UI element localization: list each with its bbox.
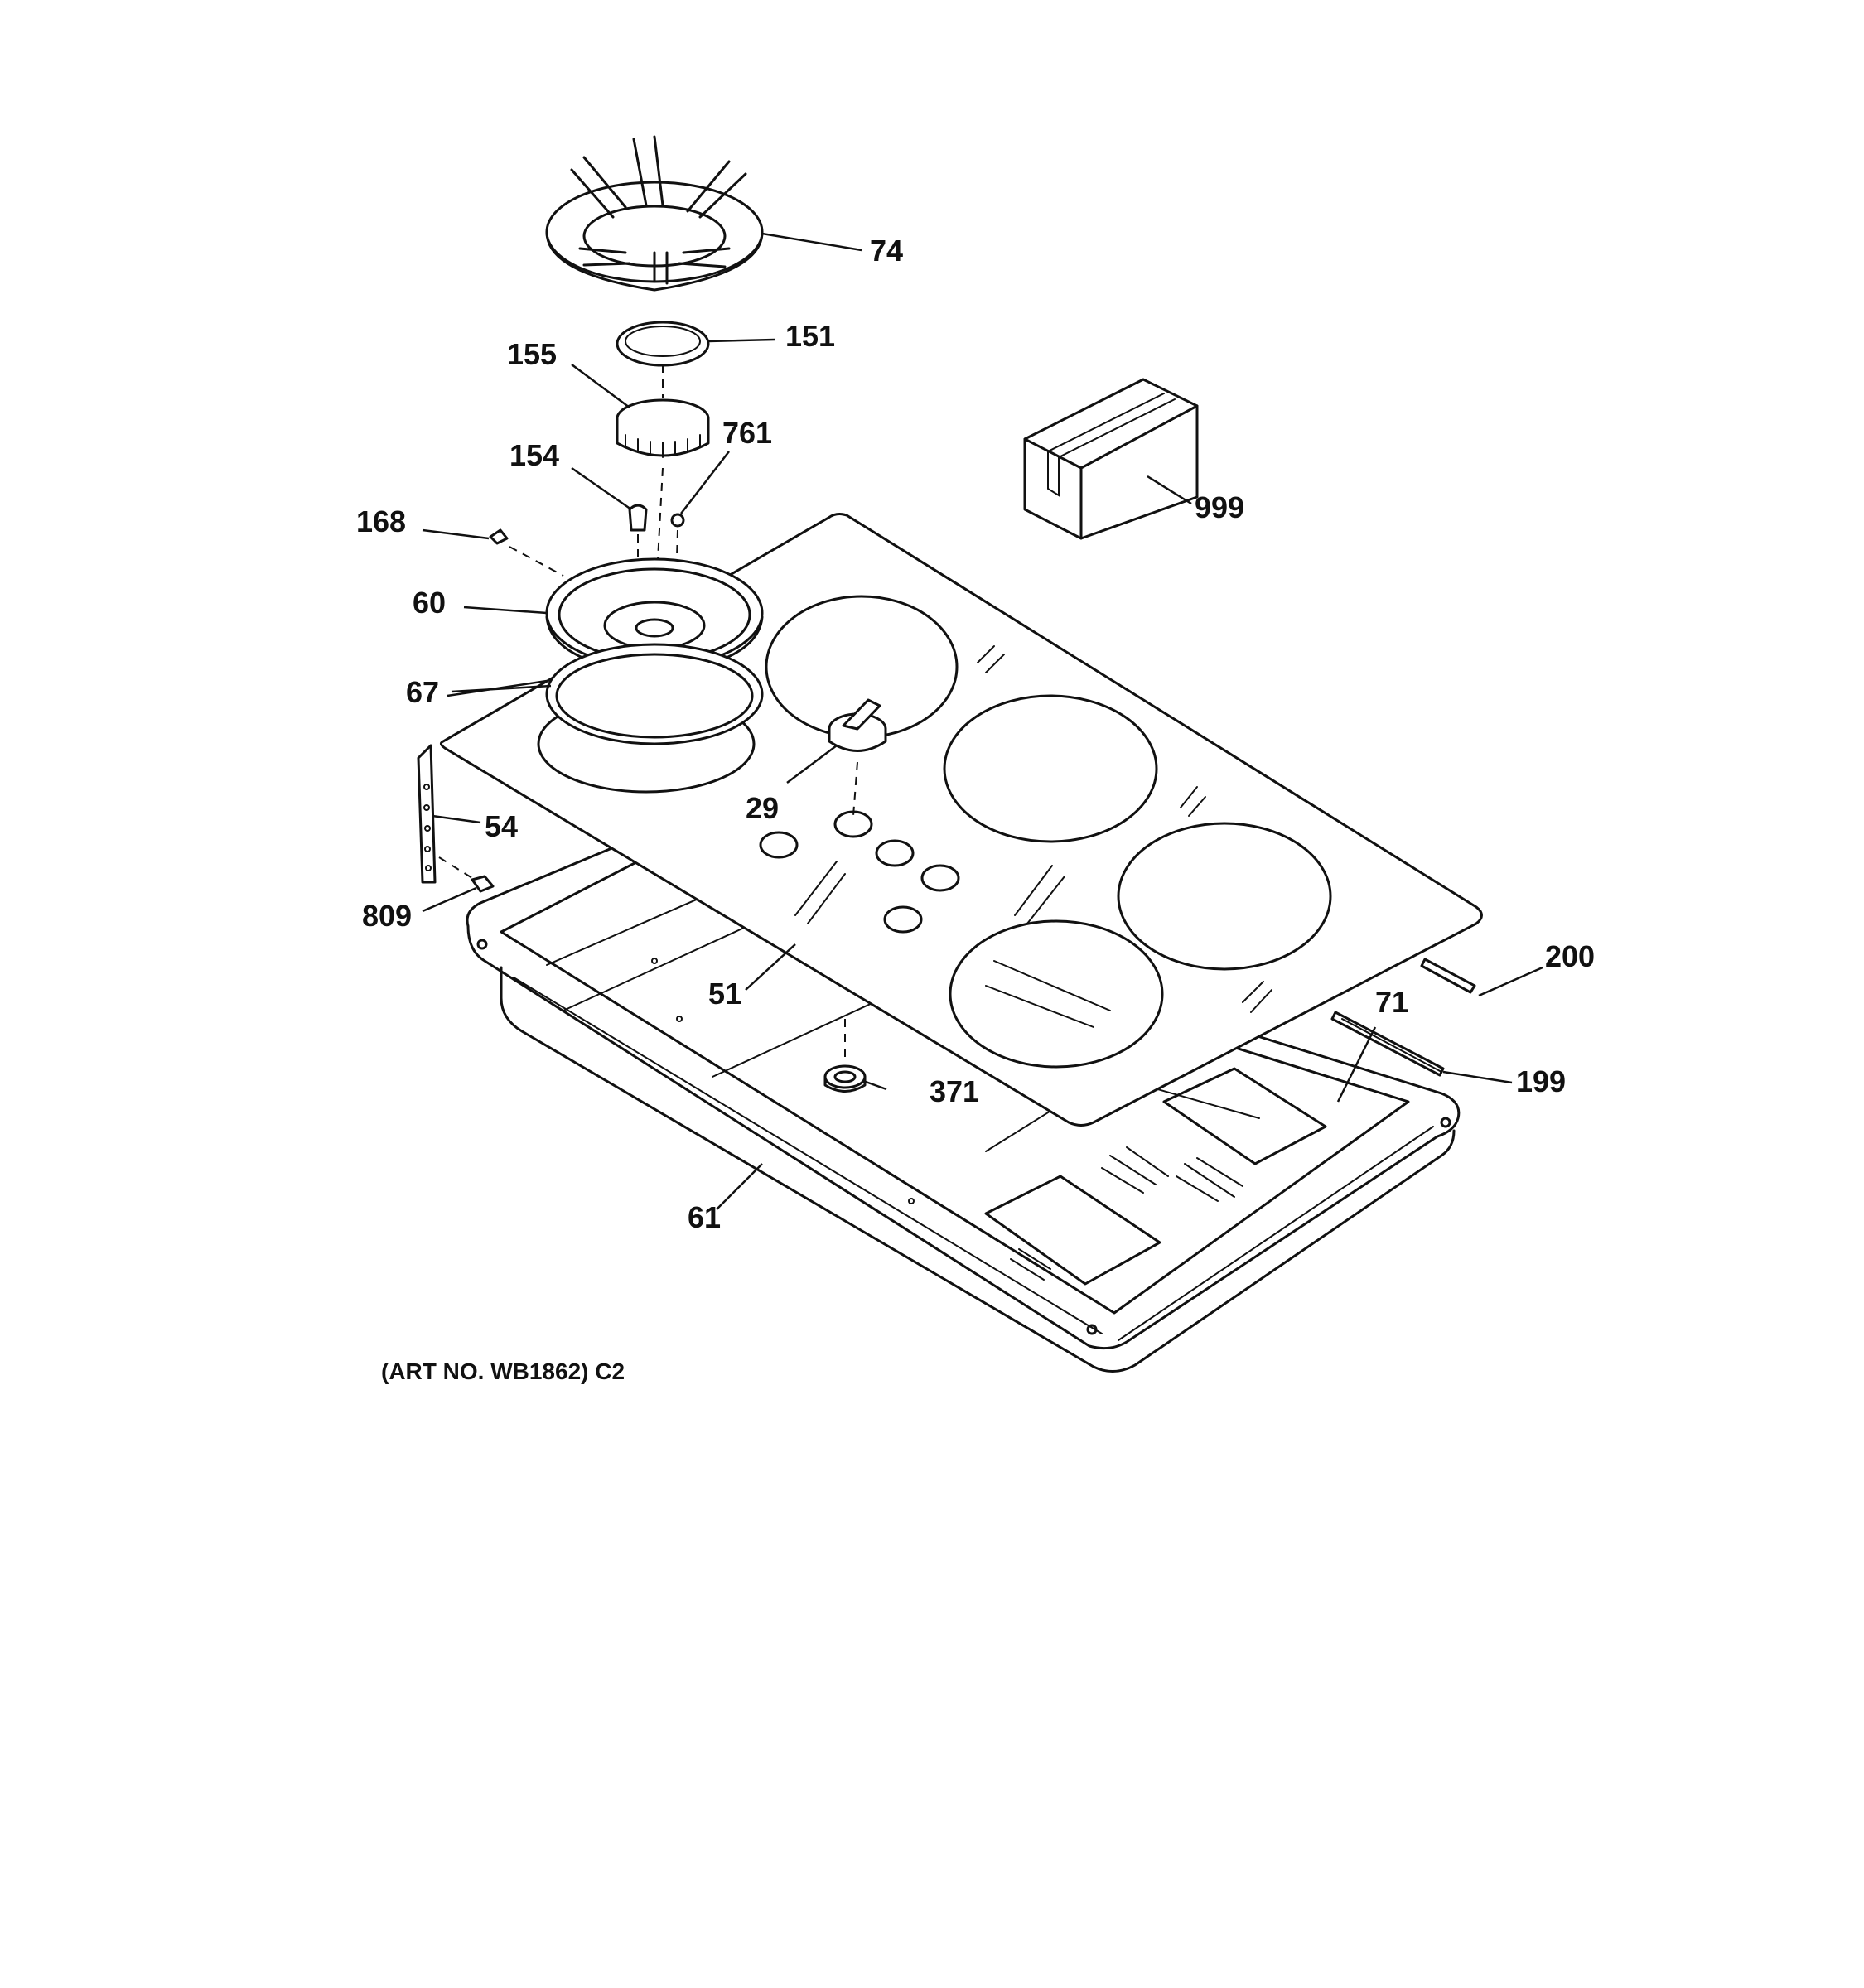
part-number-label: 999 [1195, 490, 1244, 524]
leader-lines [422, 232, 1543, 1210]
gasket-ring-drawing [545, 643, 764, 746]
part-number-label: 154 [509, 438, 559, 472]
grate-drawing [545, 135, 764, 292]
part-number-label: 71 [1375, 985, 1408, 1019]
part-number-label: 168 [356, 504, 406, 538]
kit-box-drawing [1023, 378, 1199, 540]
control-knob-drawing [828, 698, 887, 817]
part-number-label: 60 [413, 586, 446, 620]
burner-head-drawing [616, 364, 710, 622]
part-number-label: 155 [507, 337, 557, 371]
burner-cap-drawing [616, 321, 710, 367]
part-number-label: 74 [870, 234, 903, 268]
part-number-label: 200 [1545, 939, 1595, 973]
part-number-label: 61 [688, 1200, 721, 1234]
part-number-label: 51 [708, 977, 741, 1011]
clip-168-drawing [489, 528, 564, 577]
art-number-caption: (ART NO. WB1862) C2 [381, 1358, 625, 1384]
part-number-label: 151 [785, 319, 835, 353]
part-number-label: 199 [1516, 1064, 1566, 1098]
cooktop-pan-drawing [466, 839, 1461, 1373]
part-number-label: 761 [722, 416, 772, 450]
part-number-label: 809 [362, 899, 412, 933]
screw-761-drawing [670, 513, 685, 614]
grommet-drawing [823, 1019, 867, 1093]
part-number-label: 29 [746, 791, 779, 825]
part-number-label: 371 [930, 1074, 979, 1108]
screw-809-drawing [471, 875, 495, 893]
bracket-drawing [417, 744, 473, 884]
part-number-label: 54 [485, 809, 518, 843]
strips-drawing [1330, 958, 1476, 1077]
part-number-label: 67 [406, 675, 439, 709]
